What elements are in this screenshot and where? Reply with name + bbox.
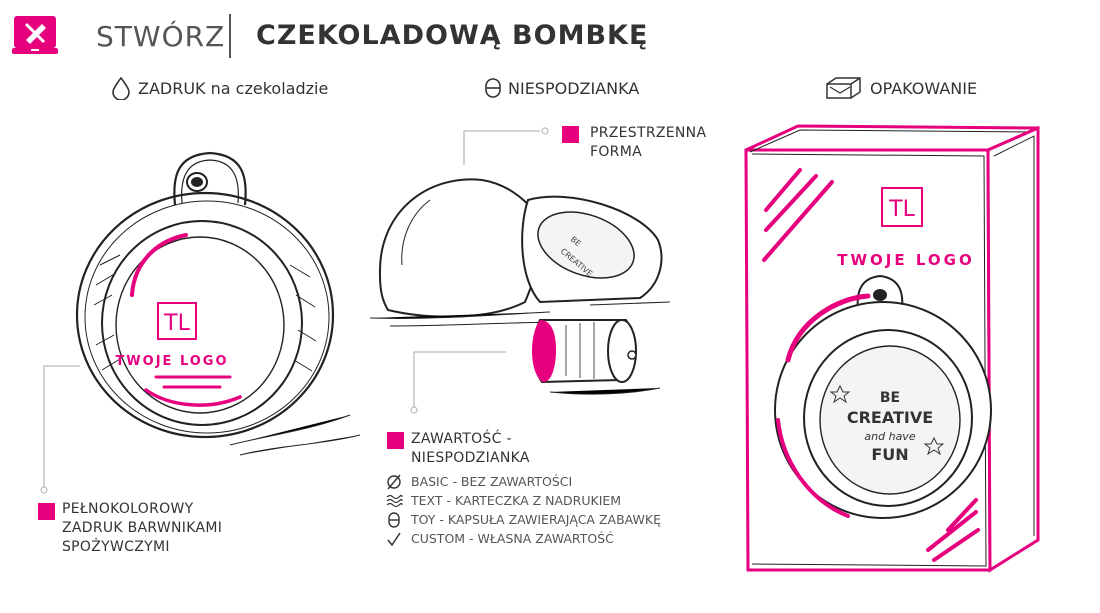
packaging-box-illustration: TL TWOJE LOGO BE CREATIVE and have FUN bbox=[744, 124, 1040, 573]
title-divider bbox=[229, 14, 231, 58]
shape-label-marker bbox=[562, 126, 579, 143]
drop-icon bbox=[112, 76, 130, 100]
bauble-label-line2: ZADRUK BARWNIKAMI bbox=[62, 520, 223, 536]
box-logo-caption: TWOJE LOGO bbox=[837, 251, 974, 269]
content-label-line1: ZAWARTOŚĆ - bbox=[411, 431, 512, 447]
section-surprise-title: NIESPODZIANKA bbox=[508, 78, 640, 98]
bauble-label-marker bbox=[38, 503, 55, 520]
section-print-title: ZADRUK na czekoladzie bbox=[138, 78, 329, 98]
page-title-bold: CZEKOLADOWĄ BOMBKĘ bbox=[256, 20, 649, 51]
bauble-logo-caption: TWOJE LOGO bbox=[115, 354, 228, 369]
laptop-pencil-icon bbox=[12, 14, 58, 56]
bauble-illustration: TL TWOJE LOGO bbox=[75, 151, 360, 456]
option-basic: BASIC - BEZ ZAWARTOŚCI bbox=[385, 472, 661, 491]
content-label-line2: NIESPODZIANKA bbox=[411, 450, 530, 466]
shape-label-line1: PRZESTRZENNA bbox=[590, 125, 707, 141]
option-basic-text: BASIC - BEZ ZAWARTOŚCI bbox=[411, 474, 573, 489]
box-icon bbox=[826, 77, 861, 99]
section-print: ZADRUK na czekoladzie bbox=[110, 76, 328, 100]
option-text-text: TEXT - KARTECZKA Z NADRUKIEM bbox=[411, 493, 622, 508]
empty-set-icon bbox=[387, 474, 401, 489]
capsule-icon bbox=[485, 78, 501, 98]
box-bauble-line2: CREATIVE bbox=[847, 408, 933, 427]
surprise-illustration: BE CREATIVE bbox=[370, 178, 671, 395]
checkmark-icon bbox=[387, 532, 401, 546]
option-custom-text: CUSTOM - WŁASNA ZAWARTOŚĆ bbox=[411, 531, 614, 546]
option-custom: CUSTOM - WŁASNA ZAWARTOŚĆ bbox=[385, 529, 661, 548]
section-packaging-title: OPAKOWANIE bbox=[870, 78, 978, 98]
wavy-lines-icon bbox=[386, 494, 403, 507]
section-packaging: OPAKOWANIE bbox=[824, 74, 977, 102]
section-surprise: NIESPODZIANKA bbox=[482, 76, 639, 100]
box-bauble-line3: and have bbox=[864, 430, 915, 443]
bauble-logo-text: TL bbox=[163, 311, 190, 336]
shape-label: PRZESTRZENNA FORMA bbox=[590, 124, 706, 162]
content-label-marker bbox=[387, 432, 404, 449]
page-title-light: STWÓRZ bbox=[96, 20, 226, 53]
bauble-label: PEŁNOKOLOROWY ZADRUK BARWNIKAMI SPOŻYWCZ… bbox=[62, 500, 222, 557]
content-options-list: BASIC - BEZ ZAWARTOŚCI TEXT - KARTECZKA … bbox=[385, 472, 661, 548]
shape-label-line2: FORMA bbox=[590, 144, 642, 160]
box-bauble-line1: BE bbox=[880, 390, 900, 406]
box-logo-text: TL bbox=[888, 197, 915, 222]
bauble-label-line3: SPOŻYWCZYMI bbox=[62, 539, 170, 555]
capsule-icon bbox=[388, 511, 400, 528]
option-text: TEXT - KARTECZKA Z NADRUKIEM bbox=[385, 491, 661, 510]
bauble-label-line1: PEŁNOKOLOROWY bbox=[62, 501, 194, 517]
option-toy-text: TOY - KAPSUŁA ZAWIERAJĄCA ZABAWKĘ bbox=[411, 512, 661, 527]
box-bauble-line4: FUN bbox=[871, 445, 908, 464]
option-toy: TOY - KAPSUŁA ZAWIERAJĄCA ZABAWKĘ bbox=[385, 510, 661, 529]
content-label: ZAWARTOŚĆ - NIESPODZIANKA bbox=[411, 430, 530, 468]
